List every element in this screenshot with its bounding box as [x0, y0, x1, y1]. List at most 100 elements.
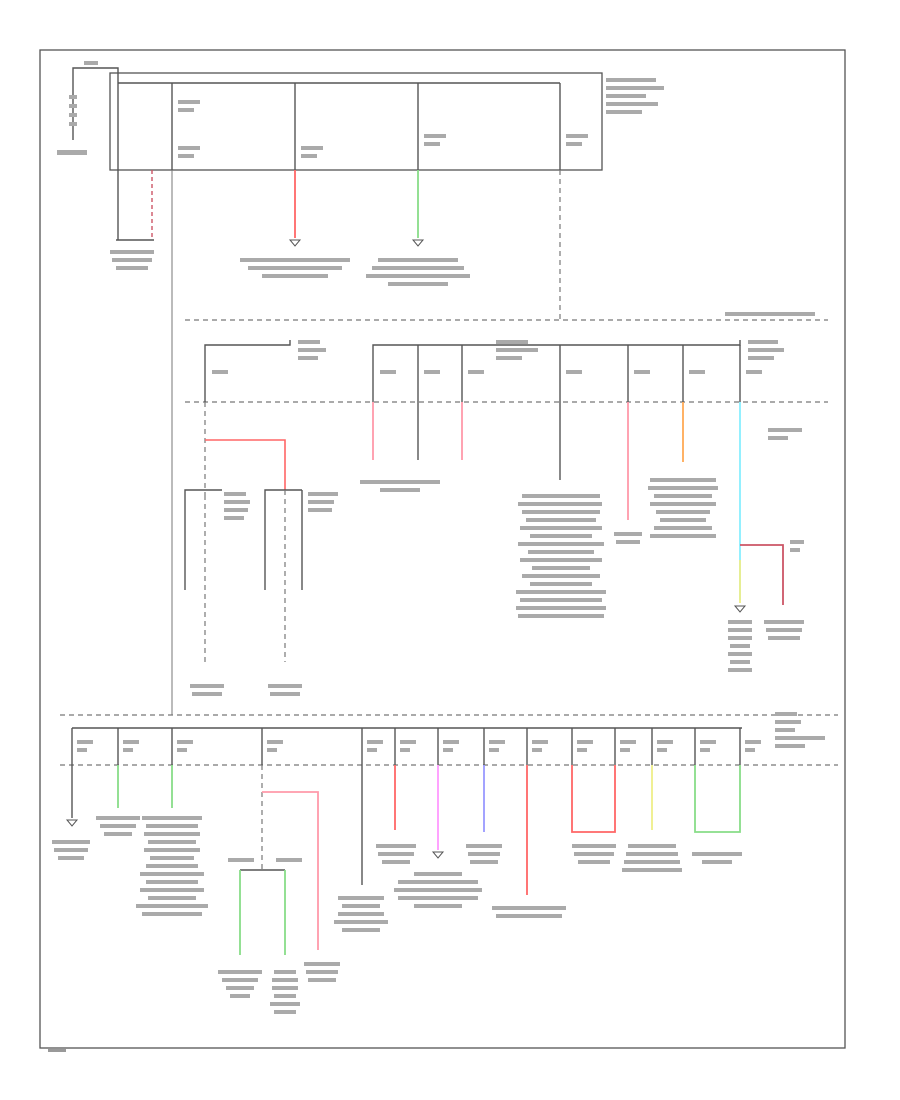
relay-box-right — [264, 489, 338, 662]
jb-fuse-label-14 — [745, 740, 761, 744]
jb-fuse-label-7 — [443, 740, 459, 744]
jb-fuse-label-11 — [620, 740, 636, 744]
jb-fuse-rating-7 — [443, 748, 453, 752]
jb-label-6c — [226, 986, 254, 990]
jb-label-9d — [334, 920, 388, 924]
jb-label-2c — [104, 832, 132, 836]
jb-label-1c — [58, 856, 84, 860]
jb-label-9e — [342, 928, 380, 932]
fuse-1-label-2 — [248, 266, 342, 270]
ipdm-label-b5 — [520, 526, 602, 530]
jb-fuse-label-3 — [177, 740, 193, 744]
jb-fuse-label-2 — [123, 740, 139, 744]
battery-cable-label — [84, 61, 98, 65]
jb-label-11d — [398, 896, 478, 900]
jb-label-12 — [466, 844, 502, 848]
ipdm-label-b6 — [530, 534, 592, 538]
jb-fuse-rating-14 — [745, 748, 755, 752]
fuse-2-label-2 — [372, 266, 464, 270]
jb-label-3g — [146, 864, 198, 868]
jb-label-1 — [52, 840, 90, 844]
jb-fuse-rating-9 — [532, 748, 542, 752]
ground-jb-7 — [431, 851, 445, 859]
fuse-2-label — [378, 258, 458, 262]
jb-label-11b — [398, 880, 478, 884]
jb-label-9 — [338, 896, 384, 900]
jb-label-3i — [146, 880, 198, 884]
jb-label-3j — [140, 888, 204, 892]
ipdm-label-b9 — [520, 558, 602, 562]
ipdm-label-b16 — [518, 614, 604, 618]
ipdm-label-d4 — [650, 502, 716, 506]
jb-fuse-label-9 — [532, 740, 548, 744]
jb-label-3f — [150, 856, 194, 860]
ipdm-label-d3 — [654, 494, 712, 498]
jb-label-6d — [230, 994, 250, 998]
jb-fuse-columns — [71, 728, 761, 765]
jb-label-7b — [272, 978, 298, 982]
jb-fuse-rating-11 — [620, 748, 630, 752]
battery-cable — [72, 67, 119, 85]
ipdm-label-h2 — [790, 548, 800, 552]
jb-fuse-rating-3 — [177, 748, 187, 752]
jb-fuse-rating-12 — [657, 748, 667, 752]
jb-label-14 — [572, 844, 616, 848]
ipdm-label-g — [768, 428, 802, 432]
jb-label-14b — [574, 852, 614, 856]
ipdm-label-d8 — [650, 534, 716, 538]
jb-label-3e — [144, 848, 200, 852]
jb-label-16 — [692, 852, 742, 856]
ground-jb-1 — [65, 819, 79, 827]
ipdm-label-f3 — [768, 636, 800, 640]
relay-box-left — [184, 489, 250, 662]
jb-label-15c — [624, 860, 680, 864]
jb-fuse-label-6 — [400, 740, 416, 744]
jb-label-7d — [274, 994, 296, 998]
jb-label-11e — [414, 904, 462, 908]
jb-label-6b — [222, 978, 258, 982]
ipdm-label-b3 — [522, 510, 600, 514]
jb-label-3d — [148, 840, 196, 844]
jb-label-9c — [338, 912, 384, 916]
jb-fuse-label-12 — [657, 740, 673, 744]
jb-label-12c — [470, 860, 498, 864]
fuse-2-label-3 — [366, 274, 470, 278]
jb-label-6 — [218, 970, 262, 974]
jb-label-14c — [578, 860, 610, 864]
jb-label-2 — [96, 816, 140, 820]
ipdm-label-b15 — [516, 606, 606, 610]
jb-label-1b — [54, 848, 88, 852]
jb-label-15 — [628, 844, 676, 848]
ipdm-label-a — [360, 480, 440, 484]
ground-2 — [411, 239, 425, 247]
ipdm-label-b13 — [516, 590, 606, 594]
fuse-2-label-4 — [388, 282, 448, 286]
jb-label-7f — [274, 1010, 296, 1014]
ipdm-label-d — [650, 478, 716, 482]
jb-label-3h — [140, 872, 204, 876]
fusible-link-box — [109, 72, 664, 171]
jb-fuse-label-13 — [700, 740, 716, 744]
jb-label-2b — [100, 824, 136, 828]
jb-label-8b — [306, 970, 338, 974]
ipdm-er-box — [185, 312, 828, 403]
jb-label-8 — [304, 962, 340, 966]
jb-label-10 — [376, 844, 416, 848]
jb-fuse-label-5 — [367, 740, 383, 744]
jb-label-3m — [142, 912, 202, 916]
fuse-1-label-3 — [262, 274, 328, 278]
ipdm-label-b14 — [520, 598, 602, 602]
jb-label-15d — [622, 868, 682, 872]
jb-label-11c — [394, 888, 482, 892]
jb-fuse-label-4 — [267, 740, 283, 744]
ipdm-label-e3 — [728, 636, 752, 640]
ground-1 — [288, 239, 302, 247]
ipdm-label-b12 — [530, 582, 592, 586]
jb-label-8c — [308, 978, 336, 982]
jb-label-5 — [276, 858, 302, 862]
jb-fuse-rating-1 — [77, 748, 87, 752]
fuse-block-jb — [60, 712, 838, 766]
jb-fuse-rating-8 — [489, 748, 499, 752]
